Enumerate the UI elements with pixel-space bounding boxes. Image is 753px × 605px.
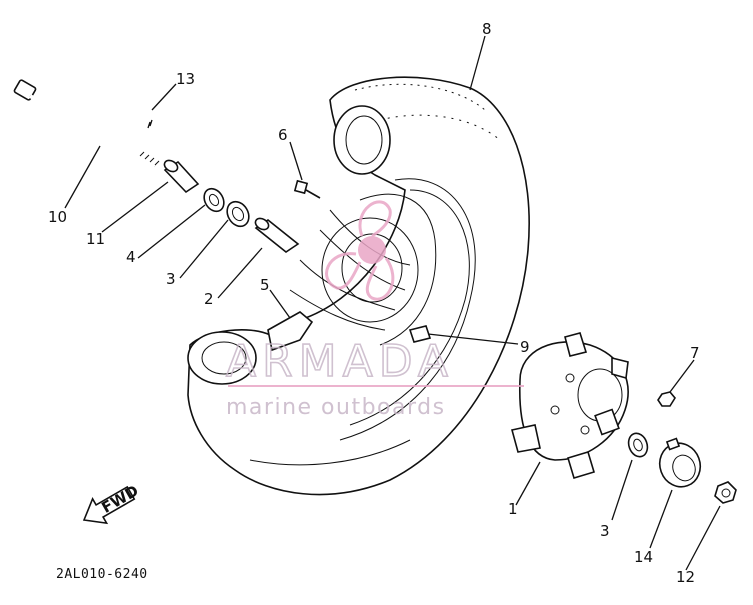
callout-3-upper: 3 bbox=[166, 270, 176, 288]
watermark-logo: ARMADA marine outboards bbox=[225, 200, 524, 420]
meter-gear-unit bbox=[658, 437, 702, 488]
callout-11: 11 bbox=[86, 230, 105, 248]
bearing-upper bbox=[226, 200, 250, 228]
callout-8: 8 bbox=[482, 20, 492, 38]
tire bbox=[187, 76, 530, 496]
callout-7: 7 bbox=[690, 344, 700, 362]
callout-14: 14 bbox=[634, 548, 653, 566]
callout-12: 12 bbox=[676, 568, 695, 586]
callout-2: 2 bbox=[204, 290, 214, 308]
callout-6: 6 bbox=[278, 126, 288, 144]
callout-3-lower: 3 bbox=[600, 522, 610, 540]
callout-13: 13 bbox=[176, 70, 195, 88]
fwd-arrow: FWD bbox=[82, 482, 142, 525]
callout-4: 4 bbox=[126, 248, 136, 266]
leader-lines bbox=[64, 35, 721, 571]
callout-5: 5 bbox=[260, 276, 270, 294]
fwd-label: FWD bbox=[99, 482, 142, 517]
wheel-hub bbox=[511, 332, 629, 479]
watermark-propeller-icon bbox=[325, 200, 395, 301]
watermark-tagline: marine outboards bbox=[226, 395, 446, 420]
axle-nut bbox=[714, 481, 737, 504]
callout-9: 9 bbox=[520, 338, 530, 356]
oil-seal bbox=[203, 187, 225, 213]
bearing-lower bbox=[627, 432, 649, 458]
tire-valve bbox=[408, 325, 432, 343]
brake-disc-plate bbox=[267, 311, 314, 352]
drawing-code: 2AL010-6240 bbox=[56, 567, 148, 582]
watermark-brand: ARMADA bbox=[226, 336, 454, 387]
axle-shaft bbox=[13, 79, 160, 168]
hub-nut bbox=[657, 391, 676, 407]
callout-1: 1 bbox=[508, 500, 518, 518]
disc-bolt bbox=[293, 179, 321, 199]
callout-labels: 8 13 6 10 11 4 3 5 2 9 7 1 3 14 12 bbox=[48, 20, 700, 586]
collar-spacer bbox=[163, 159, 200, 194]
callout-10: 10 bbox=[48, 208, 67, 226]
spacer-tube bbox=[254, 217, 300, 253]
